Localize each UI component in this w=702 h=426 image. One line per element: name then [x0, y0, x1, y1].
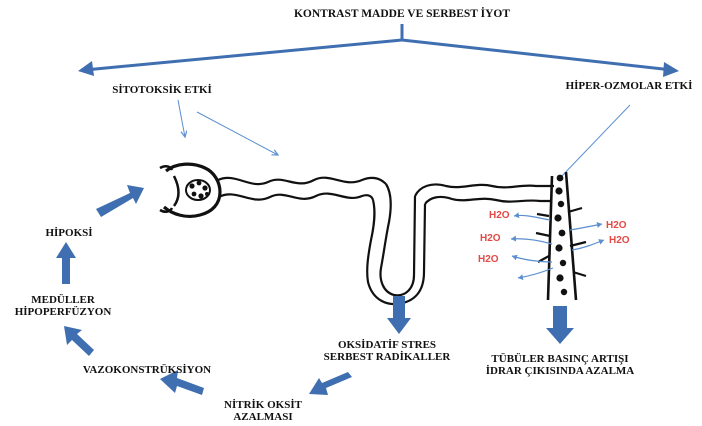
arrow-duct-to-tubular	[546, 306, 574, 344]
tubular-pressure-label-line2: İDRAR ÇIKISINDA AZALMA	[474, 365, 646, 377]
distal-tubule-lower-wall	[425, 197, 552, 204]
arrow-hypoxia-to-nephron	[96, 185, 144, 217]
h2o-label-2: H2O	[480, 234, 501, 244]
loop-outer-wall	[381, 184, 415, 295]
top-right-arrowhead	[663, 62, 679, 77]
collecting-duct-left-wall	[548, 176, 552, 300]
nephron-illustration	[160, 164, 586, 304]
top-branch-lines	[85, 24, 672, 70]
tubular-pressure-label: TÜBÜLER BASINÇ ARTIŞI İDRAR ÇIKISINDA AZ…	[474, 353, 646, 377]
nitric-oxide-label-line1: NİTRİK OKSİT	[208, 399, 318, 411]
cytotoxic-effect-label: SİTOTOKSİK ETKİ	[92, 84, 232, 96]
arrow-vasoconstriction-to-hypoperfusion	[64, 326, 94, 356]
arrow-hypoperfusion-to-hypoxia	[56, 242, 76, 284]
capsule-inner-cup	[174, 176, 179, 206]
h2o-label-1: H2O	[489, 211, 510, 221]
cytotoxic-arrow-2	[197, 112, 278, 155]
hypoxia-label: HİPOKSİ	[34, 227, 104, 239]
hypoperfusion-label: MEDÜLLER HİPOPERFÜZYON	[8, 294, 118, 318]
loop-inner-wall	[367, 200, 425, 304]
nitric-oxide-label-line2: AZALMASI	[208, 411, 318, 423]
hypoperfusion-label-line1: MEDÜLLER	[8, 294, 118, 306]
hyperosmolar-effect-label: HİPER-OZMOLAR ETKİ	[564, 80, 694, 92]
distal-tubule-upper-wall	[415, 184, 554, 196]
oxidative-stress-label-line1: OKSİDATİF STRES	[312, 339, 462, 351]
collecting-duct-right-wall	[566, 172, 576, 300]
oxidative-stress-label-line2: SERBEST RADİKALLER	[312, 351, 462, 363]
h2o-label-5: H2O	[609, 236, 630, 246]
hyperosmolar-line	[560, 105, 630, 178]
collecting-duct-particles	[554, 175, 567, 296]
vasoconstriction-label: VAZOKONSTRÜKSİYON	[62, 364, 232, 376]
hypoperfusion-label-line2: HİPOPERFÜZYON	[8, 306, 118, 318]
h2o-label-3: H2O	[478, 255, 499, 265]
tubular-pressure-label-line1: TÜBÜLER BASINÇ ARTIŞI	[474, 353, 646, 365]
oxidative-stress-label: OKSİDATİF STRES SERBEST RADİKALLER	[312, 339, 462, 363]
h2o-label-4: H2O	[606, 221, 627, 231]
title: KONTRAST MADDE VE SERBEST İYOT	[262, 8, 542, 20]
nitric-oxide-label: NİTRİK OKSİT AZALMASI	[208, 399, 318, 423]
cytotoxic-arrow-1	[178, 100, 185, 137]
top-left-arrowhead	[78, 61, 94, 76]
proximal-tubule-inner-wall	[219, 194, 373, 200]
arrow-oxidative-to-no	[309, 372, 352, 395]
proximal-tubule-outer-wall	[218, 178, 386, 184]
